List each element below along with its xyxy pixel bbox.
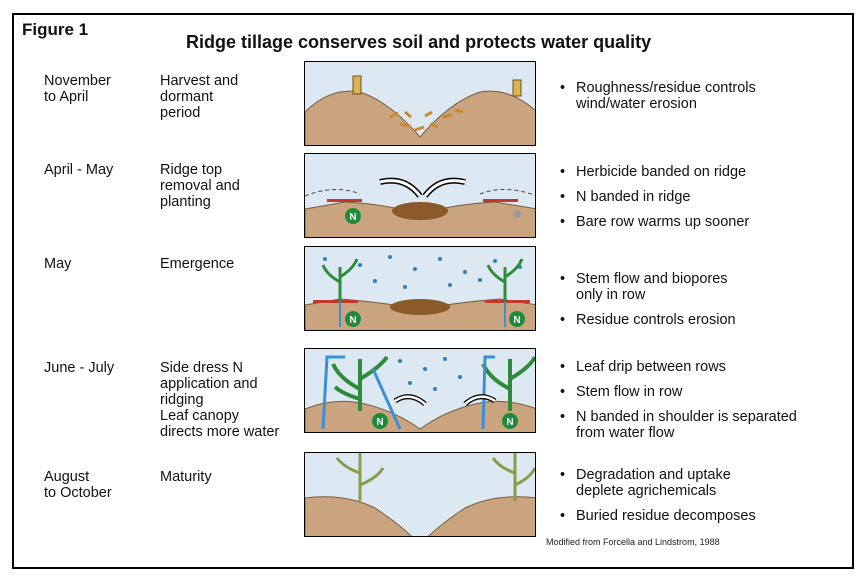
- time-period-2: April - May: [44, 162, 114, 178]
- stage-1: Harvest and dormant period: [160, 73, 239, 121]
- time-period-5: August to October: [44, 469, 112, 501]
- notes-row-5: Degradation and uptake deplete agrichemi…: [560, 467, 756, 533]
- time-period-4: June - July: [44, 360, 115, 376]
- n-badge: N: [349, 212, 356, 223]
- figure-label: Figure 1: [22, 20, 89, 39]
- svg-text:N: N: [506, 417, 513, 428]
- panel-harvest: [304, 61, 536, 146]
- note-4-2: Stem flow in row: [560, 384, 797, 400]
- stage-3: Emergence: [160, 256, 235, 272]
- notes-row-4: Leaf drip between rows Stem flow in row …: [560, 359, 797, 450]
- note-2-3: Bare row warms up sooner: [560, 214, 749, 230]
- svg-text:N: N: [376, 417, 383, 428]
- note-2-1: Herbicide banded on ridge: [560, 164, 749, 180]
- panel-maturity: [304, 452, 536, 537]
- panel-side-dress: N N: [304, 348, 536, 433]
- notes-row-1: Roughness/residue controls wind/water er…: [560, 80, 756, 121]
- panel-planting: N: [304, 153, 536, 238]
- figure-title: Ridge tillage conserves soil and protect…: [186, 32, 652, 52]
- note-5-1: Degradation and uptake deplete agrichemi…: [560, 467, 756, 499]
- note-1-1: Roughness/residue controls wind/water er…: [560, 80, 756, 112]
- stage-2: Ridge top removal and planting: [160, 162, 240, 210]
- note-5-2: Buried residue decomposes: [560, 508, 756, 524]
- figure-frame: [12, 13, 854, 569]
- time-period-3: May: [44, 256, 72, 272]
- note-3-1: Stem flow and biopores only in row: [560, 271, 736, 303]
- stage-5: Maturity: [160, 469, 212, 485]
- notes-row-3: Stem flow and biopores only in row Resid…: [560, 271, 736, 337]
- svg-text:N: N: [349, 315, 356, 326]
- note-4-1: Leaf drip between rows: [560, 359, 797, 375]
- time-period-1: November to April: [44, 73, 111, 105]
- svg-text:N: N: [513, 315, 520, 326]
- note-2-2: N banded in ridge: [560, 189, 749, 205]
- stage-4: Side dress N application and ridging Lea…: [160, 360, 280, 440]
- panel-emergence: N N: [304, 246, 536, 331]
- notes-row-2: Herbicide banded on ridge N banded in ri…: [560, 164, 749, 239]
- note-4-3: N banded in shoulder is separated from w…: [560, 409, 797, 441]
- note-3-2: Residue controls erosion: [560, 312, 736, 328]
- source-credit: Modified from Forcella and Lindstrom, 19…: [546, 537, 720, 547]
